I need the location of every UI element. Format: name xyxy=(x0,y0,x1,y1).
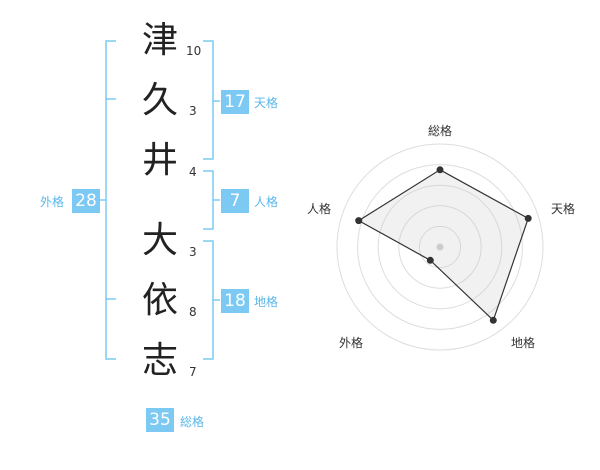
chikaku-value-badge: 18 xyxy=(221,289,249,313)
radar-label-tenkaku: 天格 xyxy=(551,202,576,216)
name-char-4: 大 xyxy=(141,220,178,261)
name-char-6: 志 xyxy=(141,340,178,381)
radar-point-4 xyxy=(355,217,363,225)
radar-label-jinkaku: 人格 xyxy=(307,202,332,216)
jinkaku-label: 人格 xyxy=(254,195,279,209)
tenkaku-value-badge: 17 xyxy=(221,90,249,114)
jinkaku-value-badge: 7 xyxy=(221,189,249,213)
radar-point-2 xyxy=(489,316,497,324)
soukaku-label: 総格 xyxy=(180,415,205,429)
name-char-1: 津 xyxy=(141,20,178,61)
stroke-count-5: 8 xyxy=(189,305,197,319)
radar-label-gaikaku: 外格 xyxy=(339,336,364,350)
soukaku-value-badge: 35 xyxy=(146,408,174,432)
name-char-5: 依 xyxy=(141,280,178,321)
radar-point-3 xyxy=(426,256,434,264)
stroke-count-4: 3 xyxy=(189,245,197,259)
gaikaku-label: 外格 xyxy=(40,195,65,209)
tenkaku-bracket xyxy=(203,40,214,160)
radar-point-1 xyxy=(524,214,532,222)
stroke-count-3: 4 xyxy=(189,165,197,179)
tenkaku-label: 天格 xyxy=(254,96,279,110)
radar-points xyxy=(355,166,532,324)
gaikaku-value-badge: 28 xyxy=(72,189,100,213)
radar-label-soukaku: 総格 xyxy=(428,124,453,138)
stroke-count-1: 10 xyxy=(186,44,202,58)
stroke-count-2: 3 xyxy=(189,104,197,118)
chikaku-label: 地格 xyxy=(254,295,279,309)
stroke-count-6: 7 xyxy=(189,365,197,379)
name-char-2: 久 xyxy=(141,80,178,121)
radar-label-chikaku: 地格 xyxy=(511,336,536,350)
radar-center-dot xyxy=(436,243,444,251)
radar-point-0 xyxy=(436,166,444,174)
name-char-3: 井 xyxy=(141,140,178,181)
radar-polygon xyxy=(357,169,529,322)
